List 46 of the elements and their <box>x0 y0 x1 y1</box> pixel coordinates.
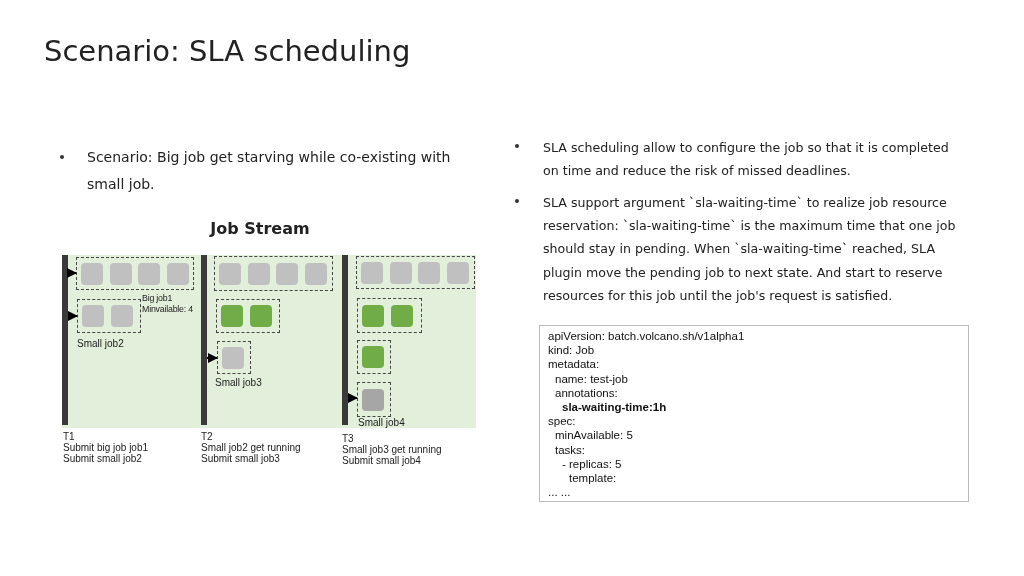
code-line: - replicas: 5 <box>562 456 622 471</box>
job-group-box <box>76 257 194 290</box>
code-line: tasks: <box>555 442 586 457</box>
bullet-text: SLA support argument `sla-waiting-time` to realize job resource reservation: `sla-waiting-time` is the maximum time that one job should stay in pending. When `sla-waiting-time` reached, SLA plugin move the pending job to next state. And start to reserve resources for this job until the job's request is satisfied. <box>543 194 957 305</box>
code-line: name: test-job <box>555 371 628 386</box>
arrow <box>347 393 358 403</box>
arrow <box>67 311 78 321</box>
code-line: minAvailable: 5 <box>555 428 633 443</box>
code-line: ... ... <box>548 485 571 500</box>
step-caption: Submit small job2 <box>63 453 142 465</box>
job-label: Small job2 <box>77 338 124 350</box>
arrow <box>67 268 77 278</box>
timeline-bar <box>62 255 68 425</box>
code-line: kind: Job <box>548 343 595 358</box>
job-group-box <box>357 298 422 333</box>
code-line: apiVersion: batch.volcano.sh/v1alpha1 <box>548 329 745 343</box>
code-line: annotations: <box>555 385 618 400</box>
time-label: T2 <box>201 431 213 443</box>
code-line: spec: <box>548 414 576 429</box>
code-line: template: <box>569 471 617 485</box>
step-caption: Small job2 get running <box>201 442 301 454</box>
bullet-text: SLA scheduling allow to configure the job so that it is completed on time and reduce the risk of missed deadlines. <box>543 139 950 181</box>
code-line: sla-waiting-time:1h <box>562 400 667 414</box>
job-label: Small job3 <box>215 377 262 389</box>
job-group-box <box>216 299 280 333</box>
code-line: metadata: <box>548 357 600 372</box>
timeline-bar <box>342 255 348 425</box>
step-caption: Submit small job3 <box>201 453 280 465</box>
job-group-box <box>77 299 141 333</box>
time-label: T3 <box>342 433 354 445</box>
diagram-heading: Job Stream <box>208 219 311 238</box>
job-group-box <box>217 341 251 374</box>
slide-title: Scenario: SLA scheduling <box>44 34 411 68</box>
job-group-box <box>214 256 333 291</box>
step-caption: Small job3 get running <box>342 444 442 456</box>
job-group-box <box>357 340 391 374</box>
arrow <box>206 353 218 363</box>
timeline-bar <box>201 255 207 425</box>
job-group-box <box>356 256 475 289</box>
job-group-box <box>357 382 391 417</box>
step-caption: Submit big job job1 <box>63 442 149 454</box>
job-label: Big job1 Minvailable: 4 <box>142 293 194 315</box>
step-caption: Submit small job4 <box>342 455 421 467</box>
time-label: T1 <box>63 431 75 443</box>
job-label: Small job4 <box>358 417 405 429</box>
bullet-text: Scenario: Big job get starving while co-existing with small job. <box>87 148 452 194</box>
